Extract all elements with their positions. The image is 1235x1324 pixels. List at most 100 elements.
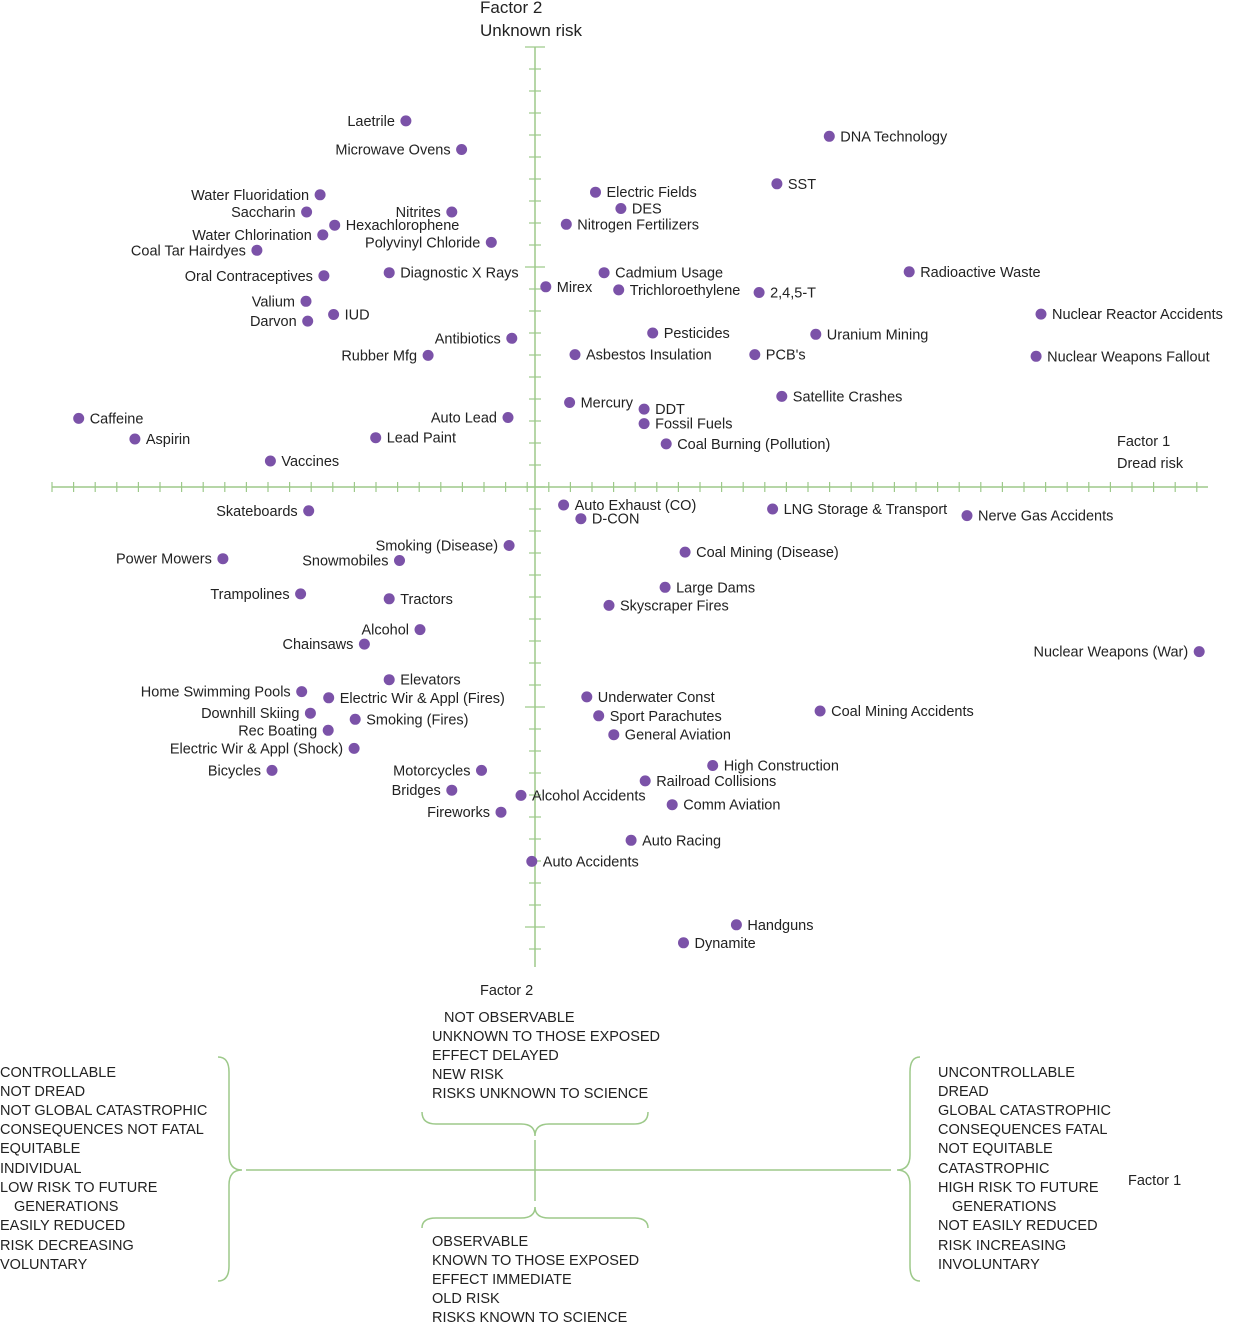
data-point-label: Diagnostic X Rays: [400, 266, 518, 282]
data-point-label: Auto Exhaust (CO): [575, 498, 697, 514]
data-point-label: Alcohol Accidents: [532, 788, 646, 804]
data-point: [560, 218, 572, 230]
top-descriptor: NEW RISK: [432, 1067, 504, 1083]
data-point-label: General Aviation: [625, 728, 731, 744]
data-point-label: Bicycles: [208, 763, 261, 779]
data-point-label: Asbestos Insulation: [586, 348, 712, 364]
data-point-label: DNA Technology: [840, 129, 948, 145]
data-point-label: Chainsaws: [282, 637, 353, 653]
data-point: [753, 287, 765, 298]
data-point-label: Trichloroethylene: [630, 283, 741, 299]
right-descriptor: DREAD: [938, 1084, 989, 1100]
top-descriptor-brace: [421, 1111, 649, 1137]
data-point: [302, 315, 314, 327]
top-axis-label-line2: Unknown risk: [480, 21, 583, 40]
data-point: [638, 418, 650, 430]
data-point-label: Smoking (Disease): [376, 539, 499, 555]
data-point-label: Large Dams: [676, 580, 755, 596]
data-point-label: IUD: [345, 308, 370, 324]
data-point: [1193, 646, 1205, 658]
right-factor-label: Factor 1: [1128, 1173, 1181, 1189]
data-point: [446, 206, 458, 218]
data-point: [217, 553, 229, 565]
data-point-label: Satellite Crashes: [793, 389, 903, 405]
data-point-label: Auto Accidents: [543, 854, 639, 870]
data-point: [593, 710, 605, 722]
data-point: [639, 775, 651, 787]
top-descriptor: RISKS UNKNOWN TO SCIENCE: [432, 1086, 649, 1102]
data-point-label: Sport Parachutes: [610, 709, 722, 725]
data-point: [328, 309, 340, 320]
data-point: [647, 327, 659, 339]
right-descriptors: UNCONTROLLABLE DREAD GLOBAL CATASTROPHIC…: [938, 1065, 1111, 1273]
data-point-label: Polyvinyl Chloride: [365, 235, 480, 251]
data-point-label: Electric Wir & Appl (Shock): [170, 741, 343, 757]
left-descriptor: EQUITABLE: [0, 1141, 81, 1157]
data-point: [73, 412, 85, 424]
data-point-label: Auto Lead: [431, 411, 497, 427]
data-point-label: Alcohol: [361, 623, 409, 639]
data-point-label: Aspirin: [146, 432, 190, 448]
bottom-axis-label: Factor 2: [480, 983, 533, 999]
left-descriptor: NOT GLOBAL CATASTROPHIC: [0, 1103, 207, 1119]
data-point: [810, 328, 822, 340]
left-descriptor: RISK DECREASING: [0, 1238, 134, 1254]
left-descriptors: CONTROLLABLE NOT DREAD NOT GLOBAL CATAST…: [0, 1065, 207, 1273]
data-point-label: Home Swimming Pools: [141, 685, 291, 701]
data-point-label: Water Fluoridation: [191, 188, 309, 204]
right-descriptor: NOT EQUITABLE: [938, 1141, 1053, 1157]
data-point: [625, 834, 637, 846]
left-descriptor: VOLUNTARY: [0, 1257, 88, 1273]
data-point-label: Pesticides: [664, 326, 730, 342]
data-point: [659, 581, 671, 593]
data-point: [515, 789, 527, 801]
data-point: [322, 724, 334, 736]
data-point: [414, 624, 426, 636]
data-point: [348, 742, 360, 754]
data-point-label: Nerve Gas Accidents: [978, 509, 1113, 525]
data-point: [304, 707, 316, 719]
data-point-label: Handguns: [747, 918, 813, 934]
data-point-label: Hexachlorophene: [346, 218, 460, 234]
data-point: [558, 499, 570, 511]
right-descriptor: GENERATIONS: [952, 1199, 1056, 1215]
data-point-label: DDT: [655, 402, 685, 418]
data-point-label: LNG Storage & Transport: [784, 502, 948, 518]
right-descriptor: GLOBAL CATASTROPHIC: [938, 1103, 1111, 1119]
data-point: [707, 760, 719, 771]
data-point-label: Skateboards: [216, 504, 297, 520]
data-point: [590, 186, 601, 198]
bottom-descriptor: KNOWN TO THOSE EXPOSED: [432, 1253, 639, 1269]
data-point: [370, 432, 382, 444]
data-point-label: Nuclear Weapons Fallout: [1047, 349, 1210, 365]
data-point: [329, 219, 341, 231]
data-point: [301, 206, 313, 218]
data-point-label: Rubber Mfg: [341, 348, 417, 364]
bottom-descriptor: EFFECT IMMEDIATE: [432, 1272, 572, 1288]
data-point-label: Comm Aviation: [683, 798, 780, 814]
data-point-label: Microwave Ovens: [335, 143, 450, 159]
data-point-label: Electric Wir & Appl (Fires): [340, 691, 505, 707]
data-point: [314, 189, 326, 201]
data-point: [383, 674, 395, 686]
data-point: [598, 267, 610, 279]
data-point-label: Bridges: [392, 783, 441, 799]
data-point: [1030, 350, 1042, 362]
right-descriptor: CATASTROPHIC: [938, 1161, 1049, 1177]
data-point-label: Fireworks: [427, 805, 490, 821]
data-point: [666, 799, 678, 811]
data-point-label: Coal Mining Accidents: [831, 704, 974, 720]
data-point-label: Dynamite: [695, 936, 756, 952]
data-point: [264, 455, 276, 467]
data-point: [615, 203, 627, 214]
data-point: [961, 510, 973, 522]
data-point-label: Smoking (Fires): [366, 712, 468, 728]
data-point-label: Electric Fields: [607, 185, 697, 201]
data-point: [296, 686, 308, 698]
data-point-label: Vaccines: [281, 454, 339, 470]
data-point-label: Skyscraper Fires: [620, 598, 729, 614]
top-descriptor: UNKNOWN TO THOSE EXPOSED: [432, 1029, 660, 1045]
data-point-label: Fossil Fuels: [655, 417, 732, 433]
